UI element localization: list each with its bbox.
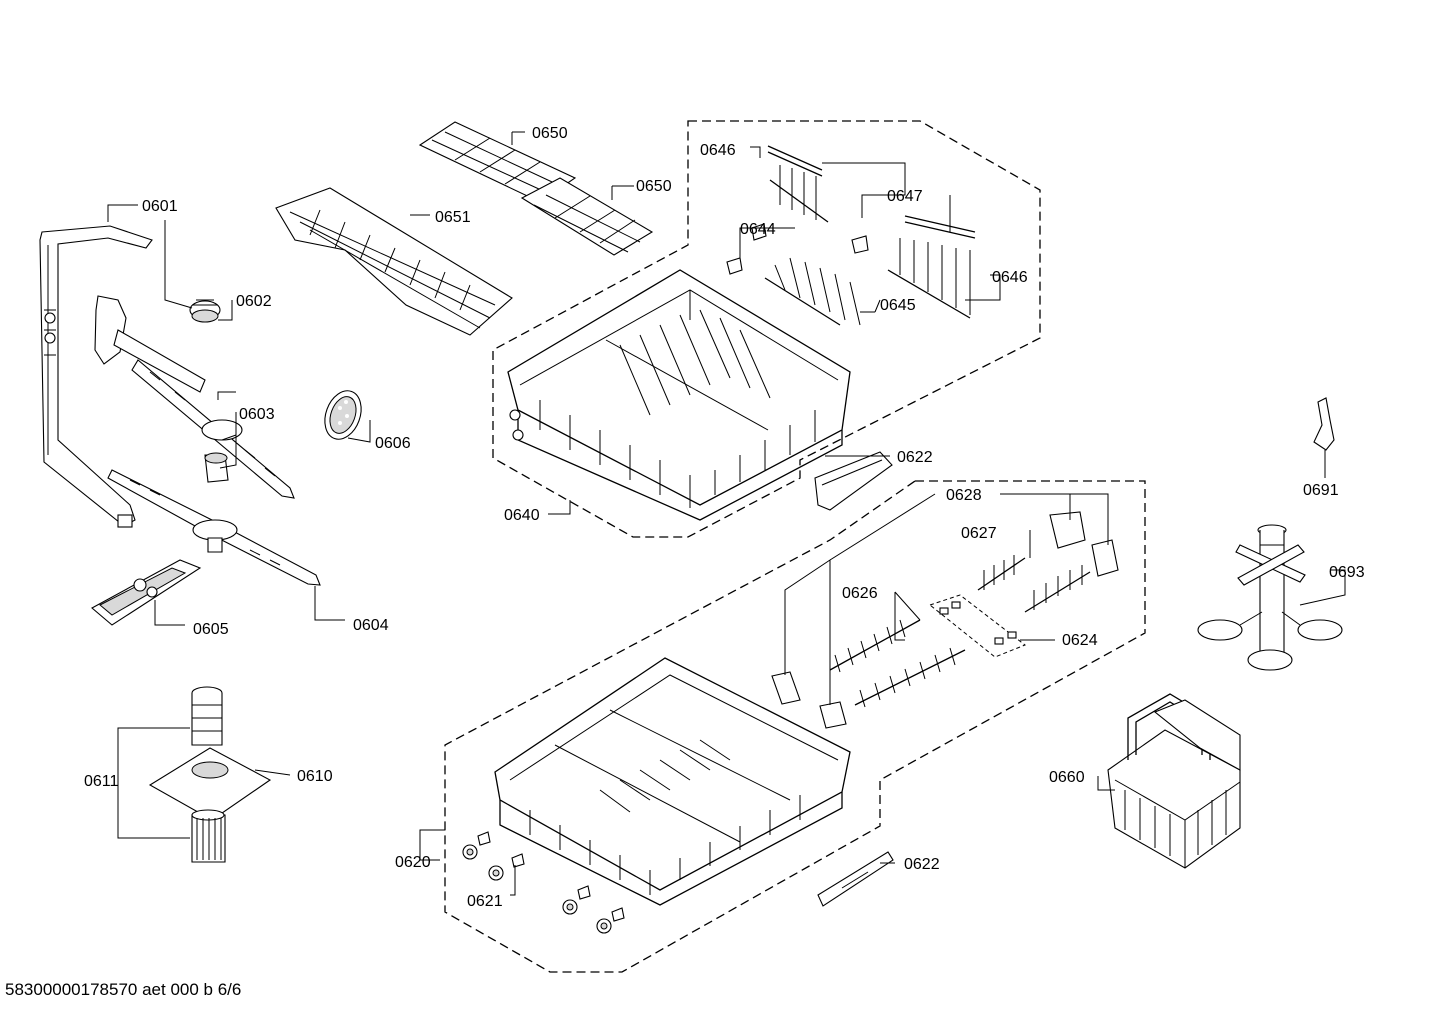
label-0646-a: 0646 (700, 142, 736, 159)
label-0624: 0624 (1062, 632, 1098, 649)
tine-rack-part-0646b (887, 238, 971, 319)
cutlery-tray-part (275, 187, 513, 336)
filter-disc-part (324, 390, 362, 440)
leader-lines (107, 131, 1346, 896)
label-0628: 0628 (946, 487, 982, 504)
label-0605: 0605 (193, 621, 229, 638)
lower-rack-group-outline (444, 480, 1146, 973)
cup-shelf-part-b (520, 177, 654, 256)
clip-parts-0624 (928, 594, 1027, 658)
tine-rack-part-0646a (767, 145, 829, 223)
tine-rack-part-0645 (764, 257, 861, 326)
tine-rack-part-0627 (977, 555, 1091, 613)
lower-spray-arm-part (107, 469, 321, 586)
upper-basket-part (507, 269, 851, 521)
label-0601: 0601 (142, 198, 178, 215)
tine-rack-part-0647 (851, 215, 976, 254)
handle-part-lower (817, 851, 894, 907)
filter-assembly-part (148, 686, 272, 863)
cutlery-basket-part (1107, 693, 1241, 869)
label-0622-lower: 0622 (904, 856, 940, 873)
clip-parts-0628 (771, 511, 1119, 729)
label-0610: 0610 (297, 768, 333, 785)
label-0645: 0645 (880, 297, 916, 314)
label-0691: 0691 (1303, 482, 1339, 499)
label-0604: 0604 (353, 617, 389, 634)
tine-rack-part-0626 (829, 619, 966, 708)
label-0621: 0621 (467, 893, 503, 910)
cup-shelf-part-a (418, 121, 577, 203)
label-0620: 0620 (395, 854, 431, 871)
label-0693: 0693 (1329, 564, 1365, 581)
label-0603: 0603 (239, 406, 275, 423)
label-0660: 0660 (1049, 769, 1085, 786)
label-0602: 0602 (236, 293, 272, 310)
label-0626: 0626 (842, 585, 878, 602)
label-0622-upper: 0622 (897, 449, 933, 466)
wheel-parts-0621 (462, 831, 625, 934)
label-0640: 0640 (504, 507, 540, 524)
part-labels: 0601 0602 0603 0604 0605 0606 0610 0611 … (84, 125, 1365, 910)
hook-part (1313, 397, 1335, 451)
nut-part (189, 299, 221, 323)
label-0646-b: 0646 (992, 269, 1028, 286)
label-0611: 0611 (84, 773, 119, 790)
label-0651: 0651 (435, 209, 471, 226)
label-0650-b: 0650 (636, 178, 672, 195)
holder-part (1197, 524, 1343, 671)
handle-part-upper (814, 451, 893, 511)
label-0644: 0644 (740, 221, 776, 238)
cover-plate-part (91, 559, 202, 626)
label-0627: 0627 (961, 525, 997, 542)
document-code: 58300000178570 aet 000 b 6/6 (5, 980, 242, 999)
upper-rack-group-outline (492, 120, 1041, 538)
supply-pipe-part (39, 225, 153, 528)
upper-spray-arm-part (94, 295, 295, 499)
label-0650-a: 0650 (532, 125, 568, 142)
label-0647: 0647 (887, 188, 923, 205)
label-0606: 0606 (375, 435, 411, 452)
lower-basket-part (494, 657, 851, 906)
